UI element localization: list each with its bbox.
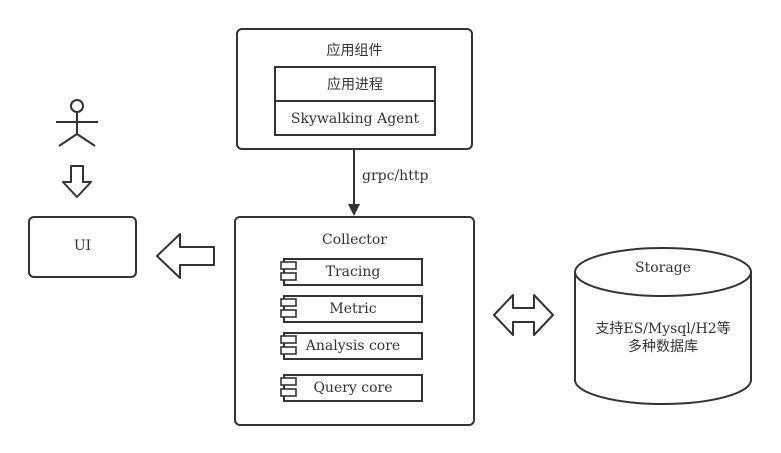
module-box: Analysis core <box>283 332 423 360</box>
ui-box: UI <box>28 216 137 278</box>
skywalking-agent-box: Skywalking Agent <box>274 100 436 136</box>
collector-title: Collector <box>322 232 387 248</box>
module-box: Metric <box>283 295 423 323</box>
component-icon <box>280 261 297 281</box>
app-component-title: 应用组件 <box>326 43 383 59</box>
connector-label: grpc/http <box>362 168 429 184</box>
module-box: Query core <box>283 374 423 402</box>
component-icon <box>280 377 297 397</box>
storage-title: Storage <box>635 260 691 276</box>
component-icon <box>280 335 297 355</box>
storage-description-line2: 多种数据库 <box>628 339 698 355</box>
app-component-box: 应用组件 应用进程 Skywalking Agent <box>236 28 473 150</box>
storage-description-line1: 支持ES/Mysql/H2等 <box>595 321 731 337</box>
module-box: Tracing <box>283 258 423 286</box>
component-icon <box>280 298 297 318</box>
ui-label: UI <box>73 238 92 254</box>
